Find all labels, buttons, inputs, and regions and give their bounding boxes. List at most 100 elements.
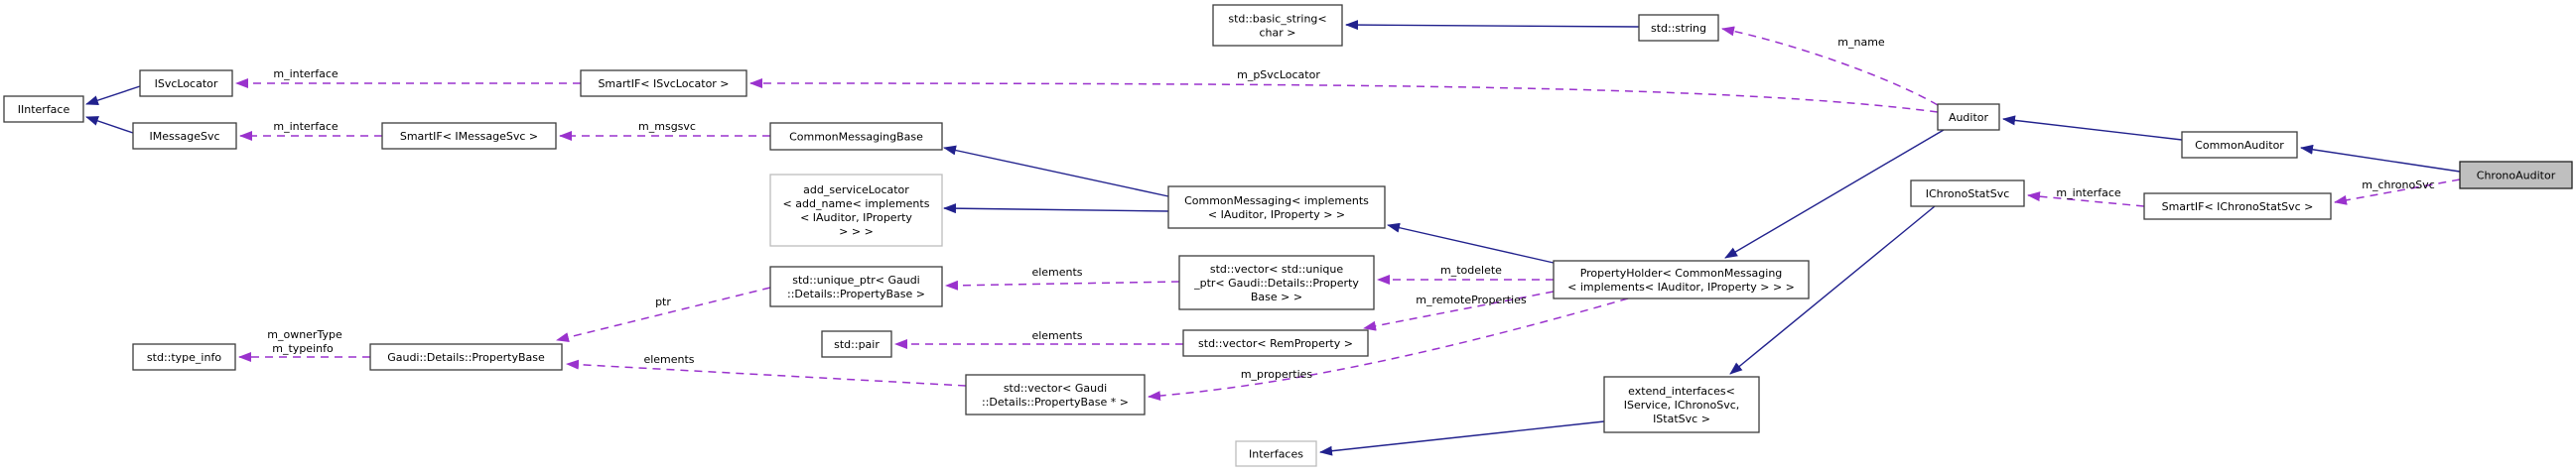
node-CommonAuditor[interactable]: CommonAuditor xyxy=(2181,131,2298,159)
edge-use-SmartIFISvcLocator-ISvcLocator: m_interface xyxy=(235,67,581,88)
node-box-ChronoAuditor[interactable] xyxy=(2459,161,2573,189)
edge-inh-Auditor-PropertyHolder xyxy=(1724,129,1945,259)
node-box-add_serviceLocator[interactable] xyxy=(769,174,943,247)
edge-label-m_msgsvc: m_msgsvc xyxy=(638,120,696,133)
edge-inh-extendinterfaces-Interfaces xyxy=(1319,420,1605,456)
node-box-std_pair[interactable] xyxy=(821,330,892,358)
edge-use-uniqueptr-PropertyBase: ptr xyxy=(556,287,771,342)
node-box-Auditor[interactable] xyxy=(1937,103,2000,131)
edge-use-CommonMessagingBase-SmartIFIMessageSvc: m_msgsvc xyxy=(559,120,770,141)
node-PropertyHolder[interactable]: PropertyHolder< CommonMessaging< impleme… xyxy=(1553,260,1810,299)
node-PropertyBase[interactable]: Gaudi::Details::PropertyBase xyxy=(369,343,563,371)
node-box-PropertyHolder[interactable] xyxy=(1553,260,1810,299)
edge-label-m_ownerType: m_ownerType xyxy=(267,328,342,341)
node-IMessageSvc[interactable]: IMessageSvc xyxy=(132,122,237,150)
node-box-vector_RemProperty[interactable] xyxy=(1182,329,1369,357)
node-box-type_info[interactable] xyxy=(132,343,236,371)
node-CommonMessagingBase[interactable]: CommonMessagingBase xyxy=(769,122,943,151)
node-label-std_pair: std::pair xyxy=(834,338,880,351)
edge-label-m_name: m_name xyxy=(1837,36,1885,49)
edge-use-PropertyHolder-vectorRemProperty: m_remoteProperties xyxy=(1363,291,1555,331)
node-box-SmartIF_IMessageSvc[interactable] xyxy=(381,122,557,150)
node-box-PropertyBase[interactable] xyxy=(369,343,563,371)
node-box-IMessageSvc[interactable] xyxy=(132,122,237,150)
node-label-CommonAuditor: CommonAuditor xyxy=(2195,139,2284,152)
node-CommonMessaging[interactable]: CommonMessaging< implements< IAuditor, I… xyxy=(1167,185,1386,229)
edge-inh-ISvcLocator-IInterface xyxy=(85,85,141,105)
inheritance-arrow xyxy=(2300,144,2461,173)
node-label-IChronoStatSvc: IChronoStatSvc xyxy=(1926,187,2010,200)
node-box-extend_interfaces[interactable] xyxy=(1603,376,1760,433)
node-box-basic_string[interactable] xyxy=(1212,4,1343,47)
usage-arrow xyxy=(1721,26,1939,106)
edge-use-PropertyHolder-vectorPropertyBaseptr: m_properties xyxy=(1148,297,1629,402)
node-ChronoAuditor[interactable]: ChronoAuditor xyxy=(2459,161,2573,189)
edge-label-m_interface: m_interface xyxy=(273,67,339,80)
node-label-PropertyHolder: PropertyHolder< CommonMessaging< impleme… xyxy=(1567,267,1795,294)
edge-use-Auditor-string: m_name xyxy=(1721,26,1939,106)
node-type_info[interactable]: std::type_info xyxy=(132,343,236,371)
inheritance-arrow xyxy=(943,203,1169,214)
inheritance-arrow xyxy=(2002,115,2183,141)
node-label-std_string: std::string xyxy=(1651,22,1706,35)
edge-use-Auditor-SmartIFISvcLocator: m_pSvcLocator xyxy=(749,68,1939,113)
node-add_serviceLocator[interactable]: add_serviceLocator< add_name< implements… xyxy=(769,174,943,247)
node-SmartIF_IMessageSvc[interactable]: SmartIF< IMessageSvc > xyxy=(381,122,557,150)
inheritance-arrow xyxy=(85,116,134,134)
edge-inh-PropertyHolder-CommonMessaging xyxy=(1387,222,1555,264)
edge-label-m_chronoSvc: m_chronoSvc xyxy=(2362,178,2435,191)
edge-label-m_todelete: m_todelete xyxy=(1440,264,1502,277)
node-vector_PropertyBase_ptr[interactable]: std::vector< Gaudi::Details::PropertyBas… xyxy=(965,374,1146,416)
node-box-ISvcLocator[interactable] xyxy=(139,69,233,97)
usage-arrow xyxy=(556,287,771,342)
node-box-CommonMessaging[interactable] xyxy=(1167,185,1386,229)
edge-inh-CommonAuditor-Auditor xyxy=(2002,115,2183,141)
node-label-type_info: std::type_info xyxy=(147,351,221,364)
node-box-IChronoStatSvc[interactable] xyxy=(1910,179,2025,207)
node-IInterface[interactable]: IInterface xyxy=(3,95,84,123)
node-Auditor[interactable]: Auditor xyxy=(1937,103,2000,131)
node-box-SmartIF_ISvcLocator[interactable] xyxy=(580,69,747,97)
node-label-Interfaces: Interfaces xyxy=(1249,448,1303,461)
usage-arrow xyxy=(749,78,1939,113)
node-SmartIF_ISvcLocator[interactable]: SmartIF< ISvcLocator > xyxy=(580,69,747,97)
node-box-CommonAuditor[interactable] xyxy=(2181,131,2298,159)
node-box-vector_unique_ptr[interactable] xyxy=(1178,255,1375,310)
usage-arrow xyxy=(2334,178,2461,205)
node-std_pair[interactable]: std::pair xyxy=(821,330,892,358)
edge-inh-IChronoStatSvc-extendinterfaces xyxy=(1729,205,1936,375)
node-extend_interfaces[interactable]: extend_interfaces<IService, IChronoSvc,I… xyxy=(1603,376,1760,433)
edge-inh-string-basicstring xyxy=(1345,20,1640,31)
edge-inh-ChronoAuditor-CommonAuditor xyxy=(2300,144,2461,173)
node-box-SmartIF_IChronoStatSvc[interactable] xyxy=(2143,192,2332,220)
edge-use-SmartIFIMessageSvc-IMessageSvc: m_interface xyxy=(239,120,382,141)
node-box-Interfaces[interactable] xyxy=(1235,440,1317,467)
edge-label-m_interface: m_interface xyxy=(273,120,339,133)
node-label-vector_unique_ptr: std::vector< std::unique_ptr< Gaudi::Det… xyxy=(1193,263,1359,303)
edge-layer: m_interface m_interface m_msgsvc m_pSvcLoca… xyxy=(85,20,2461,456)
inheritance-arrow xyxy=(1387,222,1555,264)
node-ISvcLocator[interactable]: ISvcLocator xyxy=(139,69,233,97)
node-label-ISvcLocator: ISvcLocator xyxy=(155,77,218,90)
node-vector_RemProperty[interactable]: std::vector< RemProperty > xyxy=(1182,329,1369,357)
edge-inh-CommonMessaging-CommonMessagingBase xyxy=(943,145,1169,197)
node-vector_unique_ptr[interactable]: std::vector< std::unique_ptr< Gaudi::Det… xyxy=(1178,255,1375,310)
node-label-Auditor: Auditor xyxy=(1949,111,1989,124)
inheritance-arrow xyxy=(1319,420,1605,456)
node-box-unique_ptr[interactable] xyxy=(769,266,943,307)
node-std_string[interactable]: std::string xyxy=(1638,14,1719,42)
node-label-SmartIF_ISvcLocator: SmartIF< ISvcLocator > xyxy=(598,77,729,90)
node-box-IInterface[interactable] xyxy=(3,95,84,123)
node-label-CommonMessagingBase: CommonMessagingBase xyxy=(789,131,923,144)
inheritance-arrow xyxy=(1345,20,1640,31)
edge-label-m_properties: m_properties xyxy=(1241,368,1313,381)
node-IChronoStatSvc[interactable]: IChronoStatSvc xyxy=(1910,179,2025,207)
node-SmartIF_IChronoStatSvc[interactable]: SmartIF< IChronoStatSvc > xyxy=(2143,192,2332,220)
node-basic_string[interactable]: std::basic_string<char > xyxy=(1212,4,1343,47)
node-unique_ptr[interactable]: std::unique_ptr< Gaudi::Details::Propert… xyxy=(769,266,943,307)
node-box-vector_PropertyBase_ptr[interactable] xyxy=(965,374,1146,416)
inheritance-arrow xyxy=(943,145,1169,197)
node-Interfaces[interactable]: Interfaces xyxy=(1235,440,1317,467)
node-box-std_string[interactable] xyxy=(1638,14,1719,42)
node-box-CommonMessagingBase[interactable] xyxy=(769,122,943,151)
